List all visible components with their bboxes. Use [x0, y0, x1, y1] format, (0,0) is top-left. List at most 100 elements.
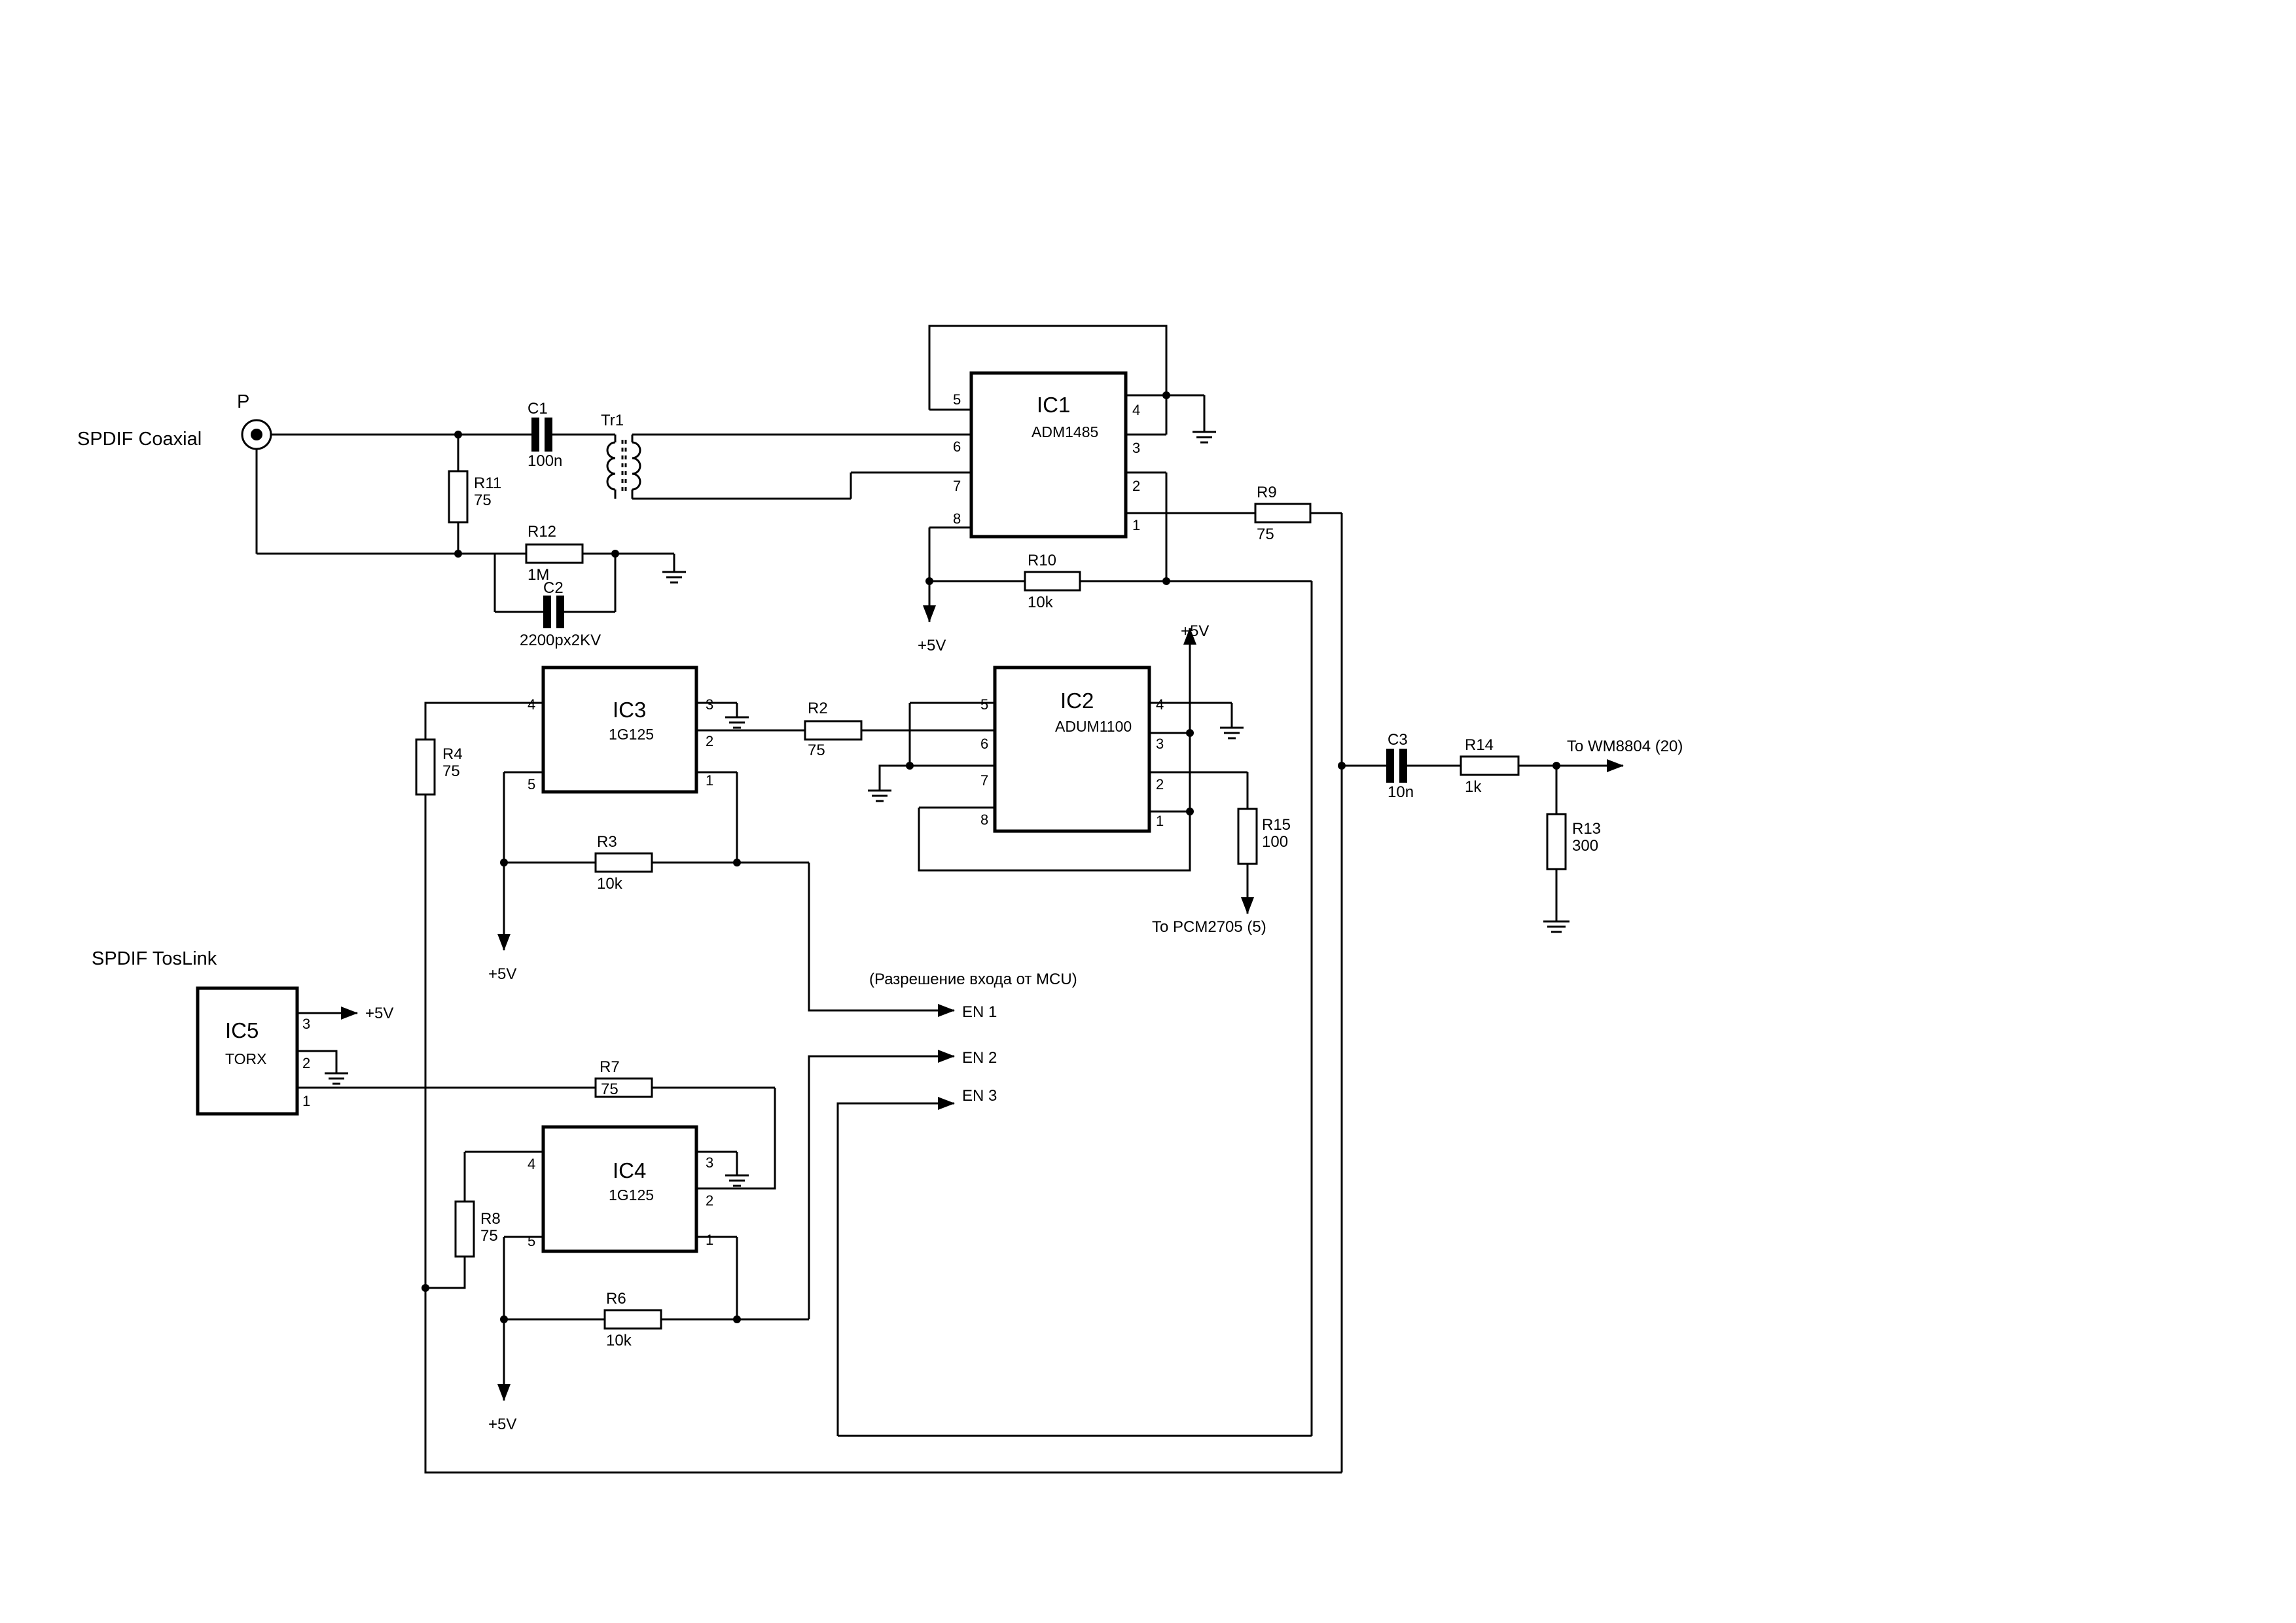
- svg-text:+5V: +5V: [1181, 622, 1209, 640]
- svg-text:1: 1: [1156, 813, 1164, 829]
- svg-text:6: 6: [980, 736, 988, 752]
- svg-text:R12: R12: [528, 523, 556, 541]
- svg-text:5: 5: [953, 391, 961, 408]
- svg-text:4: 4: [528, 1156, 535, 1172]
- svg-text:8: 8: [980, 812, 988, 828]
- svg-text:TORX: TORX: [225, 1050, 266, 1067]
- svg-text:R14: R14: [1465, 736, 1494, 754]
- svg-text:2: 2: [302, 1055, 310, 1071]
- svg-text:300: 300: [1572, 837, 1598, 855]
- svg-text:IC5: IC5: [225, 1018, 259, 1043]
- svg-text:1G125: 1G125: [609, 1186, 654, 1204]
- svg-text:2200px2KV: 2200px2KV: [520, 632, 601, 649]
- svg-text:Tr1: Tr1: [601, 412, 624, 429]
- ground-icon: [725, 716, 749, 729]
- svg-text:2: 2: [1132, 478, 1140, 494]
- ic3-1g125: IC3 1G125 4 5 3 2 1: [504, 666, 805, 794]
- svg-text:+5V: +5V: [365, 1005, 393, 1022]
- svg-text:100: 100: [1262, 833, 1288, 851]
- resistor-r9: R9 75: [1166, 484, 1342, 543]
- svg-text:C2: C2: [543, 579, 564, 597]
- svg-text:4: 4: [1132, 402, 1140, 418]
- svg-text:C3: C3: [1388, 731, 1408, 749]
- ic1-adm1485: IC1 ADM1485 5 6 7 8 4 3 2 1: [929, 371, 1166, 539]
- svg-text:2: 2: [706, 733, 713, 749]
- resistor-r2: R2 75: [804, 700, 995, 759]
- svg-text:10n: 10n: [1388, 783, 1414, 801]
- svg-text:R3: R3: [597, 833, 617, 851]
- svg-text:75: 75: [442, 762, 460, 780]
- svg-text:8: 8: [953, 510, 961, 527]
- resistor-r10: R10 10k: [929, 552, 1312, 611]
- ground-icon: [1543, 920, 1570, 933]
- svg-text:4: 4: [528, 696, 535, 713]
- capacitor-c2: C2 2200px2KV: [495, 579, 615, 649]
- svg-text:2: 2: [1156, 776, 1164, 793]
- svg-text:3: 3: [1132, 440, 1140, 456]
- svg-text:3: 3: [1156, 736, 1164, 752]
- svg-text:R11: R11: [474, 474, 501, 492]
- vcc-label: +5V: [918, 637, 946, 654]
- svg-text:4: 4: [1156, 696, 1164, 713]
- svg-text:10k: 10k: [606, 1332, 632, 1349]
- svg-text:1k: 1k: [1465, 778, 1482, 796]
- svg-text:R7: R7: [600, 1058, 620, 1076]
- en1-label: EN 1: [962, 1003, 997, 1021]
- resistor-r6: R6 10k: [504, 1290, 809, 1349]
- capacitor-c1: C1 100n: [458, 400, 600, 470]
- en3-label: EN 3: [962, 1087, 997, 1105]
- svg-text:R10: R10: [1028, 552, 1056, 569]
- ic2-adum1100: IC2 ADUM1100 5 6 7 8 4 3 2 1: [910, 666, 1247, 833]
- svg-text:1: 1: [706, 772, 713, 789]
- ground-icon: [662, 554, 686, 584]
- svg-text:5: 5: [528, 1233, 535, 1249]
- svg-text:1M: 1M: [528, 566, 549, 584]
- svg-text:+5V: +5V: [488, 965, 516, 983]
- en2-label: EN 2: [962, 1049, 997, 1067]
- resistor-r3: R3 10k: [504, 833, 809, 893]
- svg-text:7: 7: [953, 478, 961, 494]
- ic5-torx: IC5 TORX 3 2 1: [196, 986, 310, 1116]
- to-wm8804-label: To WM8804 (20): [1567, 738, 1683, 755]
- resistor-r12: R12 1M: [495, 523, 674, 584]
- transformer-tr1: Tr1: [600, 412, 962, 500]
- ground-icon: [325, 1072, 348, 1085]
- svg-text:75: 75: [1257, 526, 1274, 543]
- resistor-r14: R14 1k: [1460, 736, 1624, 796]
- ic4-1g125: IC4 1G125 4 5 3 2 1: [465, 1125, 737, 1253]
- coaxial-pin-label: P: [237, 391, 249, 412]
- resistor-r13: R13 300: [1546, 766, 1601, 921]
- svg-text:IC2: IC2: [1060, 688, 1094, 713]
- resistor-r15: R15 100: [1237, 772, 1291, 914]
- svg-text:R2: R2: [808, 700, 828, 717]
- svg-text:IC3: IC3: [613, 698, 646, 722]
- svg-text:1G125: 1G125: [609, 726, 654, 743]
- svg-text:100n: 100n: [528, 452, 562, 470]
- svg-text:1: 1: [1132, 517, 1140, 533]
- resistor-r8: R8 75: [425, 1152, 501, 1289]
- ground-icon: [1220, 726, 1244, 740]
- svg-text:+5V: +5V: [488, 1416, 516, 1433]
- svg-text:R6: R6: [606, 1290, 626, 1308]
- svg-text:1: 1: [706, 1232, 713, 1248]
- svg-text:5: 5: [528, 776, 535, 793]
- svg-text:R8: R8: [480, 1210, 501, 1228]
- svg-text:ADUM1100: ADUM1100: [1055, 718, 1132, 735]
- ground-icon: [868, 789, 891, 802]
- svg-text:75: 75: [480, 1227, 498, 1245]
- svg-text:3: 3: [706, 1154, 713, 1171]
- svg-text:C1: C1: [528, 400, 548, 418]
- resistor-r4: R4 75: [415, 738, 463, 796]
- svg-text:10k: 10k: [597, 875, 623, 893]
- svg-text:75: 75: [808, 741, 825, 759]
- svg-text:75: 75: [601, 1080, 619, 1098]
- svg-text:1: 1: [302, 1093, 310, 1109]
- svg-text:10k: 10k: [1028, 594, 1054, 611]
- to-pcm2705-label: To PCM2705 (5): [1152, 918, 1266, 936]
- svg-text:R15: R15: [1262, 816, 1291, 834]
- svg-text:3: 3: [706, 696, 713, 713]
- svg-text:R9: R9: [1257, 484, 1277, 501]
- svg-text:2: 2: [706, 1192, 713, 1209]
- ground-icon: [725, 1174, 749, 1187]
